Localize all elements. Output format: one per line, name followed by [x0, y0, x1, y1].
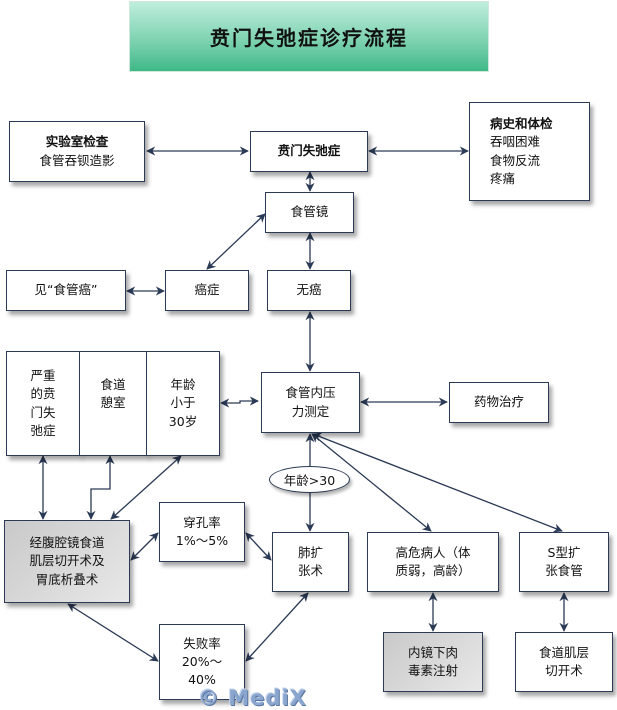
age-under-line: 30岁 — [168, 413, 198, 429]
lab-exam-title: 实验室检查 — [45, 134, 109, 150]
connector-lap-failure — [67, 603, 159, 662]
failure-line: 40% — [188, 672, 216, 688]
lab-exam-box: 实验室检查 食管吞钡造影 — [9, 121, 145, 182]
high-risk-line: 高危病人（体 — [395, 544, 471, 560]
botox-line: 毒素注射 — [407, 663, 458, 678]
perforation-rate-box: 穿孔率 1%～5% — [159, 502, 245, 562]
cancer-label: 癌症 — [194, 282, 220, 298]
high-risk-box: 高危病人（体 质弱，高龄） — [367, 532, 499, 592]
pneumatic-dilation-box: 肺扩 张术 — [272, 532, 349, 592]
severe-line: 门失 — [30, 404, 56, 420]
failure-line: 20%～ — [181, 653, 223, 669]
manometry-line: 力测定 — [291, 403, 330, 419]
diverticulum-line: 憩室 — [100, 395, 126, 411]
laparoscopic-line: 胃底析叠术 — [35, 571, 99, 587]
s-dilation-line: S型扩 — [547, 544, 581, 560]
connector-diverticulum-lap — [86, 455, 115, 520]
manometry-box: 食管内压 力测定 — [261, 372, 360, 433]
diverticulum-box: 食道 憩室 — [79, 351, 147, 456]
laparoscopic-line: 经腹腔镜食道 — [29, 535, 105, 551]
laparoscopic-line: 肌层切开术及 — [29, 553, 105, 569]
failure-rate-box: 失败率 20%～ 40% — [159, 624, 245, 700]
laparoscopic-surgery-box: 经腹腔镜食道 肌层切开术及 胃底析叠术 — [4, 520, 130, 603]
see-cancer-box: 见“食管癌” — [6, 270, 126, 311]
page-title: 贲门失弛症诊疗流程 — [210, 26, 408, 50]
achalasia-label: 贲门失弛症 — [277, 143, 341, 159]
age-under-30-box: 年龄 小于 30岁 — [146, 351, 220, 456]
manometry-line: 食管内压 — [285, 385, 336, 401]
connector-failure-dilation — [245, 592, 309, 662]
no-cancer-box: 无癌 — [267, 270, 351, 311]
s-dilation-line: 张食管 — [545, 563, 583, 578]
title-banner: 贲门失弛症诊疗流程 — [129, 1, 489, 72]
history-item: 疼痛 — [490, 170, 516, 186]
s-dilation-box: S型扩 张食管 — [519, 532, 609, 592]
age-under-line: 年龄 — [170, 377, 196, 393]
connector-lap-perforation — [130, 532, 159, 561]
endoscopy-box: 食管镜 — [265, 192, 354, 233]
myotomy-box: 食道肌层 切开术 — [515, 632, 613, 692]
endoscopy-label: 食管镜 — [290, 204, 329, 220]
no-cancer-label: 无癌 — [296, 282, 322, 298]
botox-line: 内镜下肉 — [407, 644, 458, 660]
high-risk-line: 质弱，高龄） — [395, 563, 471, 578]
dilation-line: 肺扩 — [297, 544, 323, 560]
age-over-30-label: 年龄>30 — [283, 473, 336, 488]
diverticulum-line: 食道 — [100, 377, 126, 392]
dilation-line: 张术 — [297, 563, 323, 578]
age-over-30-ellipse: 年龄>30 — [269, 466, 350, 493]
severe-line: 严重 — [30, 368, 56, 384]
watermark: © MediX — [198, 686, 307, 710]
lab-exam-detail: 食管吞钡造影 — [39, 152, 115, 168]
failure-line: 失败率 — [183, 635, 221, 651]
connector-manometry-sdilation — [312, 432, 563, 533]
connector-endoscopy-cancer — [206, 213, 266, 270]
severe-line: 弛症 — [30, 422, 56, 438]
achalasia-box: 贲门失弛症 — [250, 131, 368, 172]
severe-achalasia-box: 严重 的贲 门失 弛症 — [6, 351, 80, 456]
connector-age-manometry — [220, 396, 259, 408]
cancer-box: 癌症 — [165, 270, 249, 311]
myotomy-line: 食道肌层 — [538, 644, 589, 660]
connector-perforation-dilation — [245, 532, 272, 561]
age-under-line: 小于 — [170, 395, 196, 411]
botox-injection-box: 内镜下肉 毒素注射 — [383, 632, 483, 692]
history-item: 食物反流 — [490, 152, 541, 168]
history-item: 吞咽困难 — [490, 134, 541, 150]
history-title: 病史和体检 — [490, 116, 553, 132]
drug-therapy-label: 药物治疗 — [473, 394, 524, 410]
myotomy-line: 切开术 — [545, 663, 583, 678]
drug-therapy-box: 药物治疗 — [449, 382, 549, 423]
history-box: 病史和体检 吞咽困难 食物反流 疼痛 — [469, 102, 590, 201]
perforation-line: 穿孔率 — [183, 514, 221, 530]
see-cancer-label: 见“食管癌” — [34, 282, 98, 298]
perforation-line: 1%～5% — [175, 533, 229, 548]
severe-line: 的贲 — [30, 386, 56, 402]
